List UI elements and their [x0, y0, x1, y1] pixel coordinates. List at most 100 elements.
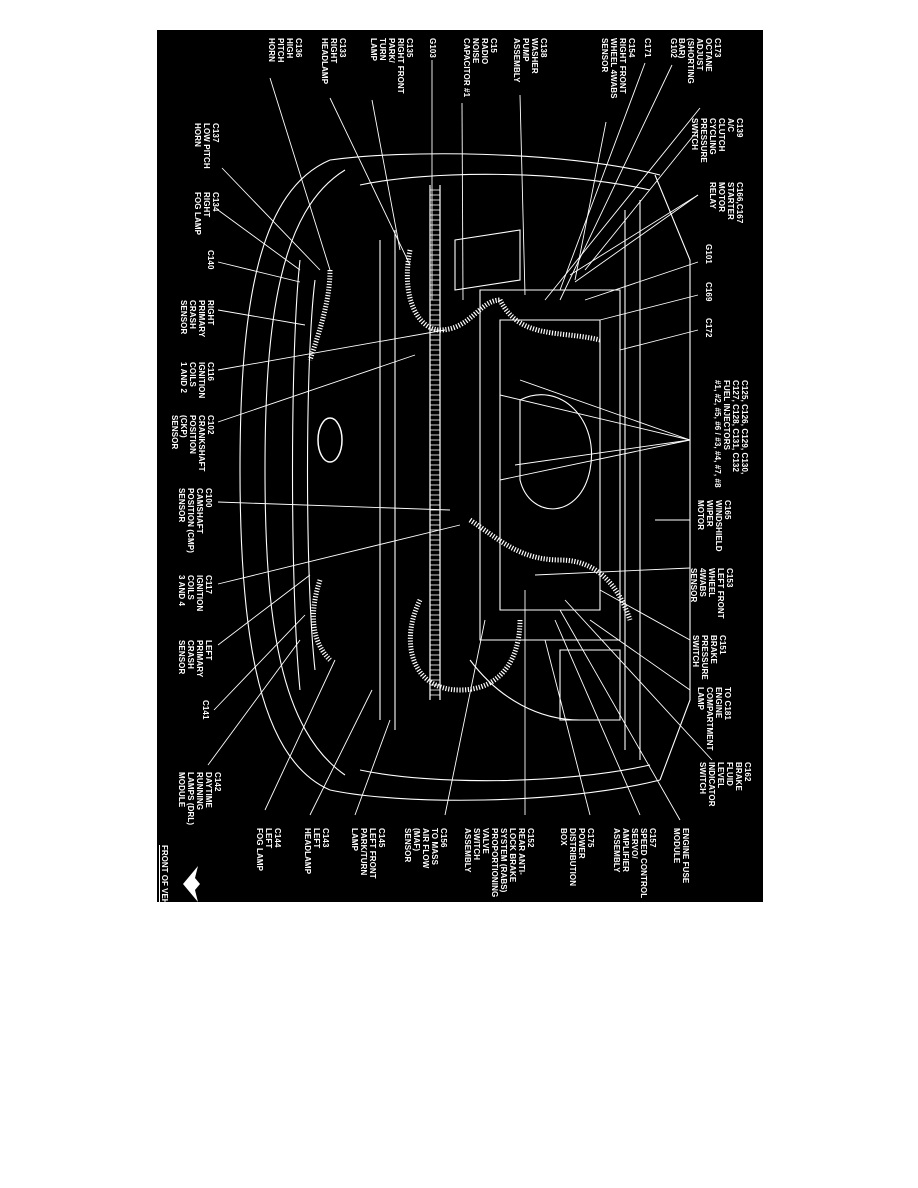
bumper-inner-outline	[264, 169, 346, 776]
leader-line-c136	[269, 77, 331, 271]
leader-line-c166	[574, 194, 699, 283]
leader-line-g101	[584, 261, 699, 301]
callout-c181: TO C181 ENGINE COMPARTMENT LAMP	[696, 687, 732, 751]
callout-c142: C142 DAYTIME RUNNING LAMPS (DRL) MODULE	[177, 772, 222, 826]
callout-c133: C133 RIGHT HEADLAMP	[320, 38, 347, 85]
arrow-left-icon	[183, 866, 200, 902]
callout-c143: C143 LEFT HEADLAMP	[303, 828, 330, 875]
callout-c144: C144 LEFT FOG LAMP	[255, 828, 282, 872]
battery-outline	[454, 229, 521, 291]
leader-line-c116	[217, 329, 446, 371]
front-of-vehicle-label: FRONT OF VEHICLE	[160, 845, 169, 923]
leader-line-c137	[221, 167, 321, 271]
leader-line-c169	[599, 294, 699, 321]
leader-line-c138	[519, 94, 526, 296]
callout-c134: C134 RIGHT FOG LAMP	[193, 192, 220, 236]
leader-line-lpcs	[217, 574, 311, 646]
leader-line-efm	[559, 609, 681, 821]
callout-c136: C136 HIGH PITCH HORN	[267, 38, 303, 63]
leader-line-c133	[329, 97, 411, 266]
callout-c139: C139 A/C CLUTCH CYCLING PRESSURE SWITCH	[690, 118, 744, 163]
callout-c140: C140	[206, 250, 215, 270]
callout-c138: C138 WASHER PUMP ASSEMBLY	[512, 38, 548, 83]
wiring-harness	[310, 579, 332, 662]
callout-c135: C135 RIGHT FRONT PARK/ TURN LAMP	[369, 38, 414, 94]
callout-efm: ENGINE FUSE MODULE	[672, 828, 690, 884]
leader-line-c173	[544, 107, 701, 301]
leader-line-c151	[599, 589, 691, 641]
grille-outline	[291, 259, 301, 691]
callout-c141: C141	[201, 700, 210, 720]
leader-line-c172	[619, 329, 699, 351]
callout-c156: C156 TO MASS AIR FLOW (MAF) SENSOR	[403, 828, 448, 869]
leader-line-c100	[217, 501, 451, 511]
callout-c153: C153 LEFT FRONT WHEEL 4WABS SENSOR	[689, 568, 734, 619]
power-distribution-box-outline	[559, 649, 621, 721]
bumper-outline	[239, 159, 331, 791]
callout-g103: G103	[428, 38, 437, 58]
callout-c165: C165 WINDSHIELD WIPER MOTOR	[696, 500, 732, 552]
leader-line-c171	[559, 62, 646, 291]
cowl-outline	[654, 174, 691, 781]
callout-c172: C172	[704, 318, 713, 338]
leader-line-c157	[554, 619, 641, 816]
leader-line-c15	[461, 102, 464, 301]
callout-g101: G101	[704, 244, 713, 264]
leader-line-inj	[519, 379, 691, 441]
callout-c169: C169	[704, 282, 713, 302]
leader-line-rpcs	[217, 309, 306, 326]
left-inner-fender	[359, 764, 651, 782]
air-cleaner-outline	[519, 394, 592, 510]
leader-line-c135	[371, 99, 401, 251]
leader-line-c142	[207, 639, 301, 766]
wiring-harness	[404, 249, 501, 333]
callout-rpcs: RIGHT PRIMARY CRASH SENSOR	[179, 300, 215, 338]
leader-line-c140	[217, 261, 301, 283]
leader-line-c117	[217, 524, 461, 585]
leader-line-c162	[564, 599, 713, 761]
radiator-harness	[429, 185, 441, 700]
wiring-harness	[468, 517, 633, 621]
right-fender-outline	[329, 153, 661, 176]
leader-line-c154	[574, 121, 607, 281]
left-harness-route	[469, 659, 581, 721]
engine-block-outline	[479, 289, 621, 641]
callout-c100: C100 CAMSHAFT POSITION (CMP) SENSOR	[177, 488, 213, 553]
callout-c102: C102 CRANKSHAFT POSITION (CKP) SENSOR	[170, 415, 215, 472]
callout-c171: C171	[643, 38, 652, 58]
leader-line-c143	[309, 689, 373, 816]
callout-c166: C166,C167 STARTER MOTOR RELAY	[708, 182, 744, 224]
callout-c15: C15 RADIO NOISE CAPACITOR #1	[462, 38, 498, 98]
leader-line-c181	[589, 619, 691, 691]
intake-manifold-outline	[499, 319, 601, 611]
leader-line-c102	[217, 354, 416, 423]
callout-g102: G102	[669, 38, 678, 58]
callout-c137: C137 LOW PITCH HORN	[193, 123, 220, 169]
leader-line-c139	[584, 129, 699, 271]
callout-lpcs: LEFT PRIMARY CRASH SENSOR	[177, 640, 213, 678]
wiring-harness	[407, 598, 523, 693]
leader-line-c134	[217, 209, 301, 271]
callout-c162: C162 BRAKE FLUID LEVEL INDICATOR SWITCH	[698, 762, 752, 807]
callout-c116: C116 IGNITION COILS 1 AND 2	[179, 362, 215, 399]
right-inner-fender	[359, 173, 651, 191]
callout-c154: C154 RIGHT FRONT WHEEL 4WABS SENSOR	[600, 38, 636, 99]
callout-inj: C125, C126, C129, C130, C127, C128, C131…	[713, 380, 749, 488]
callout-c117: C117 IGNITION COILS 3 AND 4	[177, 575, 213, 612]
callout-c145: C145 LEFT FRONT PARK/TURN LAMP	[350, 828, 386, 879]
grille-inner-outline	[306, 279, 316, 671]
callout-c175: C175 POWER DISTRIBUTION BOX	[559, 828, 595, 887]
callout-c157: C157 SPEED CONTROL SERVO/ AMPLIFIER ASSE…	[612, 828, 657, 899]
leader-line-c156	[444, 619, 486, 816]
left-fender-outline	[329, 779, 661, 801]
leader-line-c145	[354, 719, 391, 816]
leader-line-c175	[544, 639, 591, 816]
leader-line-inj	[499, 394, 691, 441]
callout-c173: C173 OCTANE ADJUST (SHORTING BAR)	[677, 38, 722, 84]
leader-line-c141	[213, 614, 306, 711]
leader-line-inj	[499, 439, 691, 481]
leader-line-inj	[514, 439, 691, 466]
wiring-harness	[307, 269, 333, 361]
leader-line-c144	[264, 659, 336, 811]
